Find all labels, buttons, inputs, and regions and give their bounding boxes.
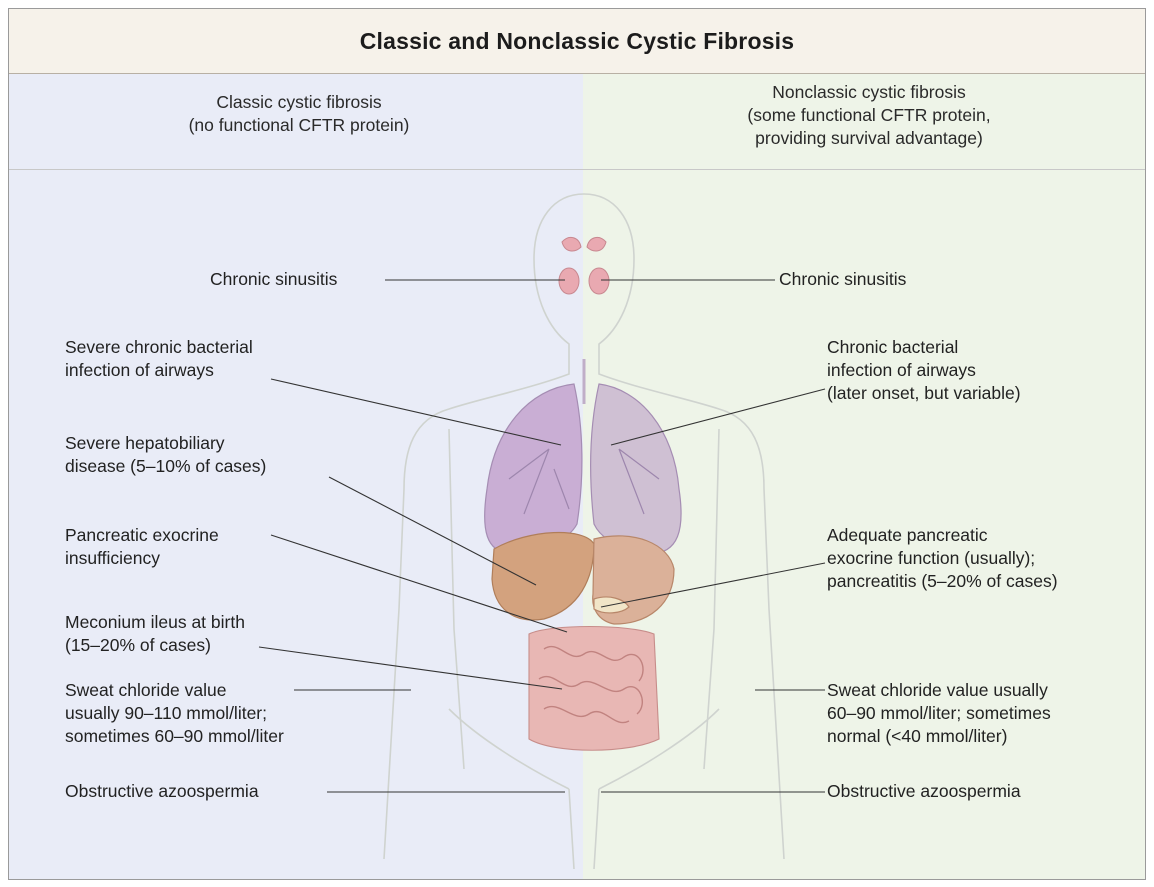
label-classic-airway-infection: Severe chronic bacterial infection of ai… xyxy=(65,336,253,382)
label-classic-hepatobiliary: Severe hepatobiliary disease (5–10% of c… xyxy=(65,432,266,478)
nonclassic-header-line: providing survival advantage) xyxy=(619,127,1119,150)
nonclassic-header-line: (some functional CFTR protein, xyxy=(619,104,1119,127)
label-classic-meconium: Meconium ileus at birth (15–20% of cases… xyxy=(65,611,245,657)
label-classic-sweat-chloride: Sweat chloride value usually 90–110 mmol… xyxy=(65,679,284,748)
label-nonclassic-sinusitis: Chronic sinusitis xyxy=(779,268,906,291)
nonclassic-column-header: Nonclassic cystic fibrosis (some functio… xyxy=(619,81,1119,150)
label-nonclassic-azoospermia: Obstructive azoospermia xyxy=(827,780,1021,803)
classic-header-line: (no functional CFTR protein) xyxy=(69,114,529,137)
sinus-organs xyxy=(559,237,609,294)
intestine-organ xyxy=(529,627,659,751)
label-nonclassic-airway-infection: Chronic bacterial infection of airways (… xyxy=(827,336,1021,405)
stomach-organ xyxy=(593,536,674,624)
label-classic-pancreatic: Pancreatic exocrine insufficiency xyxy=(65,524,219,570)
liver-organ xyxy=(492,533,594,620)
classic-column-header: Classic cystic fibrosis (no functional C… xyxy=(69,91,529,137)
figure-frame: Classic and Nonclassic Cystic Fibrosis xyxy=(8,8,1146,880)
leader-airways-left xyxy=(271,379,561,445)
nonclassic-header-line: Nonclassic cystic fibrosis xyxy=(619,81,1119,104)
label-nonclassic-sweat-chloride: Sweat chloride value usually 60–90 mmol/… xyxy=(827,679,1051,748)
classic-header-line: Classic cystic fibrosis xyxy=(69,91,529,114)
body-outline xyxy=(384,194,784,869)
label-classic-sinusitis: Chronic sinusitis xyxy=(210,268,337,291)
label-nonclassic-pancreatic: Adequate pancreatic exocrine function (u… xyxy=(827,524,1058,593)
label-classic-azoospermia: Obstructive azoospermia xyxy=(65,780,259,803)
leader-meconium-left xyxy=(259,647,562,689)
lung-organs xyxy=(485,359,681,554)
